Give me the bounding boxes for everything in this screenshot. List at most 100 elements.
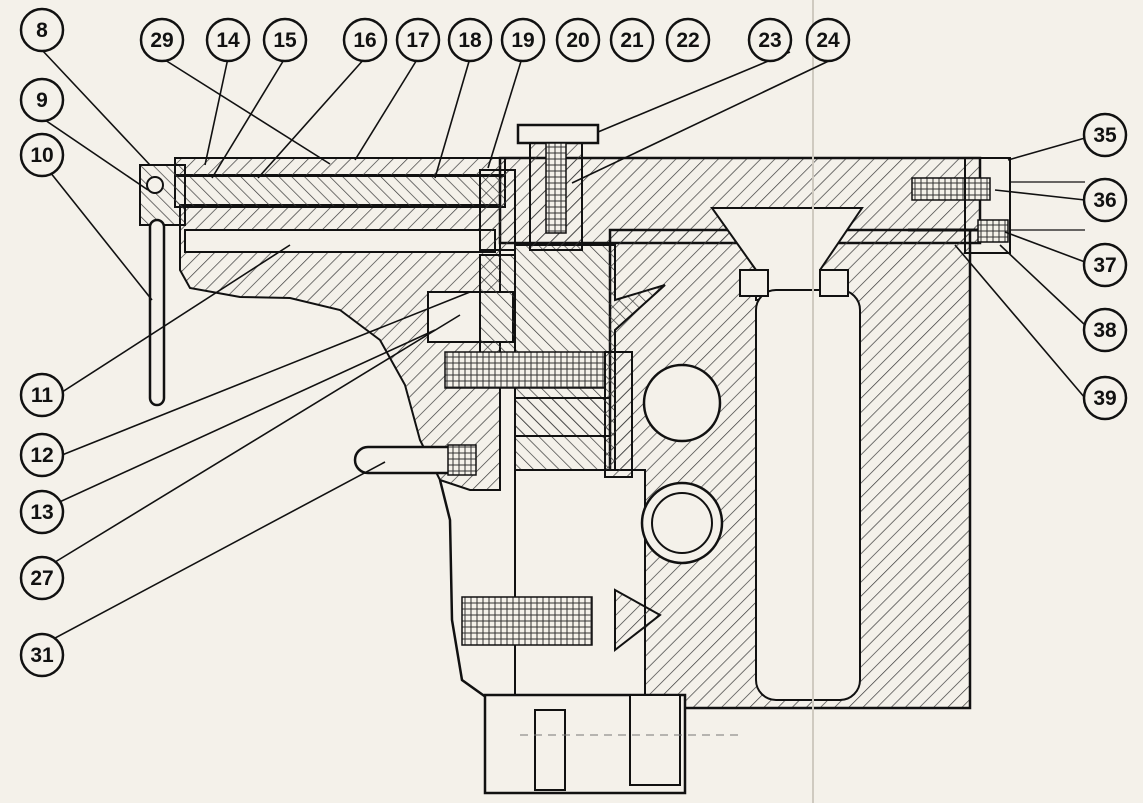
base-slot-1 — [534, 709, 566, 791]
callout-balloon — [447, 17, 493, 63]
shaft-assembly — [139, 123, 1085, 646]
callout-number: 18 — [458, 29, 482, 52]
callout-number: 29 — [150, 29, 173, 52]
callouts: 8 9 10 11 12 13 27 31 — [19, 7, 1128, 678]
left-end-cap — [139, 164, 186, 226]
callout-number: 21 — [620, 29, 644, 52]
callout-number: 9 — [36, 89, 48, 112]
upper-shaft — [174, 174, 506, 208]
leader-36 — [994, 189, 1086, 201]
callout-balloon — [19, 7, 65, 53]
leader-12 — [41, 291, 471, 464]
callout-balloon — [395, 17, 441, 63]
callout-number: 15 — [273, 29, 297, 52]
right-end-block — [964, 157, 1011, 254]
callout-balloon — [19, 77, 65, 123]
callout-balloon — [1082, 375, 1128, 421]
callout-balloon — [19, 432, 65, 478]
leader-15 — [211, 57, 286, 179]
callout-balloon — [1082, 177, 1128, 223]
callout-balloon — [19, 489, 65, 535]
handle-lever — [148, 218, 166, 407]
pin-31-knurl — [447, 444, 477, 476]
callout-balloon — [805, 17, 851, 63]
screw-36 — [911, 177, 991, 201]
callout-38: 38 — [1082, 307, 1128, 353]
callout-36: 36 — [1082, 177, 1128, 223]
callout-16: 16 — [342, 17, 388, 63]
callout-number: 13 — [30, 501, 53, 524]
callout-number: 37 — [1093, 254, 1116, 277]
cross-bar — [514, 397, 611, 437]
main-body — [179, 156, 982, 795]
round-hole-lower — [640, 481, 724, 565]
leader-19 — [487, 57, 523, 169]
leader-17 — [354, 57, 419, 161]
callout-number: 11 — [31, 384, 54, 407]
callout-15: 15 — [262, 17, 308, 63]
lower-screw — [461, 596, 593, 646]
leader-18 — [434, 57, 471, 179]
threaded-rod — [444, 351, 606, 389]
callout-number: 8 — [36, 19, 48, 42]
callout-balloon — [609, 17, 655, 63]
screw-37 — [977, 219, 1009, 243]
callout-number: 39 — [1093, 387, 1116, 410]
leader-11 — [41, 244, 291, 406]
callout-number: 22 — [676, 29, 699, 52]
callout-balloon — [205, 17, 251, 63]
round-hole-upper — [642, 363, 722, 443]
callout-balloon — [139, 17, 185, 63]
callout-number: 20 — [566, 29, 589, 52]
cavity-step-right — [819, 269, 849, 297]
base-slot-2 — [629, 694, 681, 786]
callout-11: 11 — [19, 372, 65, 418]
callout-24: 24 — [805, 17, 851, 63]
callout-number: 38 — [1093, 319, 1117, 342]
callout-number: 12 — [30, 444, 53, 467]
callout-number: 10 — [30, 144, 53, 167]
callout-number: 19 — [511, 29, 534, 52]
leader-31 — [41, 461, 386, 646]
leader-39 — [954, 244, 1086, 399]
cavity-slot — [755, 289, 861, 701]
leader-35 — [1007, 137, 1086, 161]
callout-19: 19 — [500, 17, 546, 63]
callout-balloon — [747, 17, 793, 63]
leader-14 — [204, 57, 229, 166]
callout-18: 18 — [447, 17, 493, 63]
callout-17: 17 — [395, 17, 441, 63]
lower-slide — [514, 469, 646, 711]
plunger-head — [516, 123, 600, 145]
callout-balloon — [19, 372, 65, 418]
callout-balloon — [342, 17, 388, 63]
callout-29: 29 — [139, 17, 185, 63]
callout-21: 21 — [609, 17, 655, 63]
callout-balloon — [19, 632, 65, 678]
callout-number: 36 — [1093, 189, 1116, 212]
callout-number: 14 — [216, 29, 240, 52]
callout-number: 24 — [816, 29, 840, 52]
callout-number: 31 — [30, 644, 54, 667]
lower-dovetail — [614, 588, 662, 653]
callout-balloon — [19, 132, 65, 178]
callout-balloon — [665, 17, 711, 63]
callout-balloon — [262, 17, 308, 63]
leader-27 — [41, 314, 461, 571]
callout-number: 17 — [406, 29, 429, 52]
round-hole-lower-inner — [651, 492, 713, 554]
left-bracket — [179, 204, 501, 491]
leader-9 — [41, 117, 149, 191]
callout-27: 27 — [19, 555, 65, 601]
callout-number: 35 — [1093, 124, 1117, 147]
leader-29 — [164, 59, 331, 165]
lower-shaft-bore — [184, 229, 496, 253]
callout-balloon — [555, 17, 601, 63]
leader-13 — [41, 329, 436, 511]
callout-22: 22 — [665, 17, 711, 63]
leader-10 — [41, 161, 153, 301]
callout-37: 37 — [1082, 242, 1128, 288]
leader-24 — [571, 57, 836, 184]
